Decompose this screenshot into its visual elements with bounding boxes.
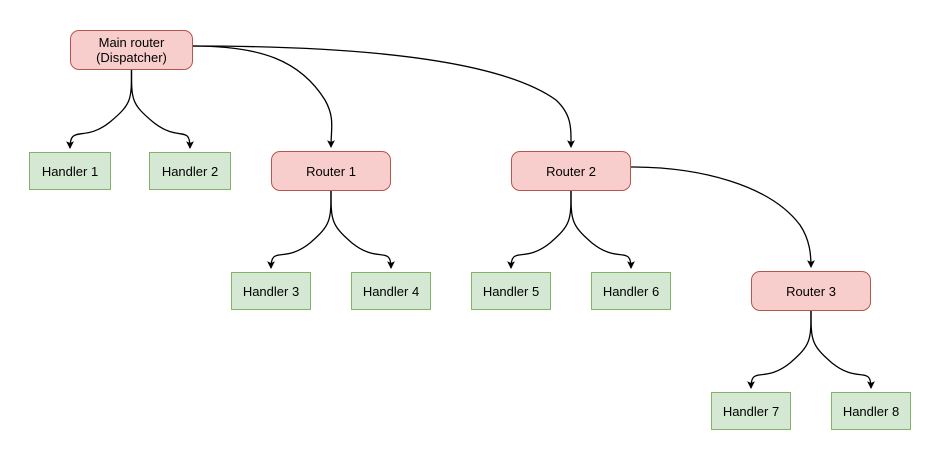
edge-main-router-to-router-2: [192, 45, 575, 149]
node-main-router[interactable]: Main router (Dispatcher): [70, 30, 193, 70]
node-handler-4[interactable]: Handler 4: [351, 272, 431, 310]
node-handler-5[interactable]: Handler 5: [471, 272, 551, 310]
node-router-3[interactable]: Router 3: [751, 271, 871, 311]
node-router-1[interactable]: Router 1: [271, 151, 391, 191]
edge-main-router-to-router-1: [192, 45, 335, 149]
edge-router-1-to-handler-3: [267, 190, 332, 270]
edge-main-router-to-handler-2: [130, 69, 194, 150]
edges-group: [66, 45, 875, 390]
edge-router-2-to-handler-5: [507, 190, 572, 270]
node-handler-3[interactable]: Handler 3: [231, 272, 311, 310]
node-handler-2[interactable]: Handler 2: [149, 152, 231, 190]
node-handler-8[interactable]: Handler 8: [831, 392, 911, 430]
edge-router-3-to-handler-8: [810, 310, 875, 390]
node-handler-1[interactable]: Handler 1: [29, 152, 111, 190]
edge-router-1-to-handler-4: [330, 190, 395, 270]
edge-main-router-to-handler-1: [66, 69, 133, 150]
edge-router-2-to-router-3: [630, 166, 815, 269]
node-router-2[interactable]: Router 2: [511, 151, 631, 191]
node-handler-7[interactable]: Handler 7: [711, 392, 791, 430]
node-handler-6[interactable]: Handler 6: [591, 272, 671, 310]
edge-router-2-to-handler-6: [570, 190, 635, 270]
edge-router-3-to-handler-7: [747, 310, 812, 390]
